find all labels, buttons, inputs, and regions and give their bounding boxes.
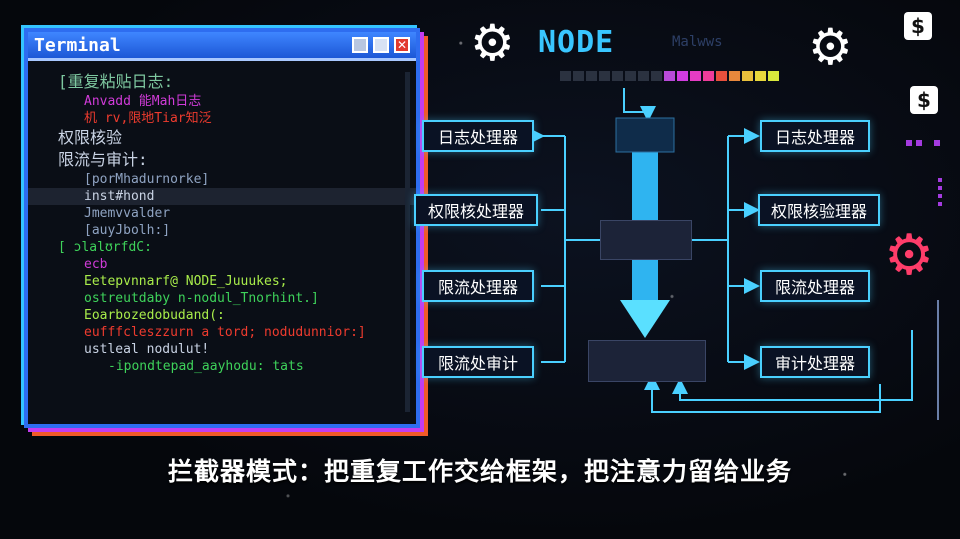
terminal-window[interactable]: Terminal ✕ [重复粘贴日志: Anvadd 能Mah日志 机 rv,限… (24, 28, 420, 428)
right-handler-auth[interactable]: 权限核验理器 (758, 194, 880, 226)
terminal-titlebar[interactable]: Terminal ✕ (28, 32, 416, 61)
terminal-line-current: inst#hond (28, 188, 416, 205)
palette-swatch (560, 71, 571, 81)
terminal-line: eufffcleszzurn a tord; nodudunnior:] (84, 325, 366, 340)
terminal-scrollbar[interactable] (405, 72, 410, 412)
terminal-line: [ ɔlalʊrfdC: (58, 240, 152, 255)
gear-icon: ⚙ (470, 14, 515, 72)
palette-swatch (716, 71, 727, 81)
palette-swatch (599, 71, 610, 81)
palette-swatch (729, 71, 740, 81)
palette-swatch (768, 71, 779, 81)
left-handler-auth[interactable]: 权限核处理器 (414, 194, 538, 226)
terminal-line: ustleal nodulut! (84, 342, 210, 357)
palette-swatch (586, 71, 597, 81)
palette-swatch (742, 71, 753, 81)
dollar-icon: $ (910, 86, 938, 114)
palette-swatch (755, 71, 766, 81)
controller-block (588, 340, 706, 382)
caption-subtitle: 拦截器模式：把重复工作交给框架，把注意力留给业务 (167, 457, 792, 486)
terminal-line: Eoarbozedobudand(: (84, 308, 225, 323)
terminal-line: Jmemvvalder (84, 206, 171, 221)
terminal-line: [auyJbolh:] (84, 223, 171, 238)
palette-swatch (612, 71, 623, 81)
palette-swatch (703, 71, 714, 81)
terminal-line: -ipondtepad_aayhodu: tats (108, 359, 304, 374)
close-button[interactable]: ✕ (394, 37, 410, 53)
red-gear-icon: ⚙ (884, 223, 935, 288)
maximize-button[interactable] (373, 37, 389, 53)
terminal-line: 机 rv,限地Tiar知泛 (84, 111, 212, 126)
dollar-icon: $ (904, 12, 932, 40)
terminal-line: 限流与审计: (58, 150, 148, 169)
terminal-line: 权限核验 (58, 128, 123, 147)
node-subtitle: Malwws (672, 34, 723, 50)
terminal-line: ecb (84, 257, 108, 272)
left-handler-log[interactable]: 日志处理器 (422, 120, 534, 152)
color-palette-strip (560, 71, 781, 81)
right-handler-audit[interactable]: 审计处理器 (760, 346, 870, 378)
palette-swatch (638, 71, 649, 81)
palette-swatch (664, 71, 675, 81)
terminal-line: ostreutdaby n-nodul_Tnorhint.] (84, 291, 319, 306)
dispatcher-block (600, 220, 692, 260)
palette-swatch (690, 71, 701, 81)
gear-icon: ⚙ (808, 18, 853, 76)
terminal-line: Eetepvnnarf@ NODE_Juuukes; (84, 274, 288, 289)
terminal-line: [porMhadurnorke] (84, 172, 210, 187)
left-handler-audit[interactable]: 限流处审计 (422, 346, 534, 378)
palette-swatch (625, 71, 636, 81)
terminal-line: [重复粘贴日志: (58, 72, 174, 91)
right-handler-ratelimit[interactable]: 限流处理器 (760, 270, 870, 302)
palette-swatch (573, 71, 584, 81)
palette-swatch (651, 71, 662, 81)
minimize-button[interactable] (352, 37, 368, 53)
node-title: NODE (538, 25, 615, 60)
right-handler-log[interactable]: 日志处理器 (760, 120, 870, 152)
terminal-output[interactable]: [重复粘贴日志: Anvadd 能Mah日志 机 rv,限地Tiar知泛 权限核… (28, 61, 416, 375)
left-handler-ratelimit[interactable]: 限流处理器 (422, 270, 534, 302)
palette-swatch (677, 71, 688, 81)
terminal-title: Terminal (34, 34, 121, 56)
terminal-line: Anvadd 能Mah日志 (84, 94, 202, 109)
